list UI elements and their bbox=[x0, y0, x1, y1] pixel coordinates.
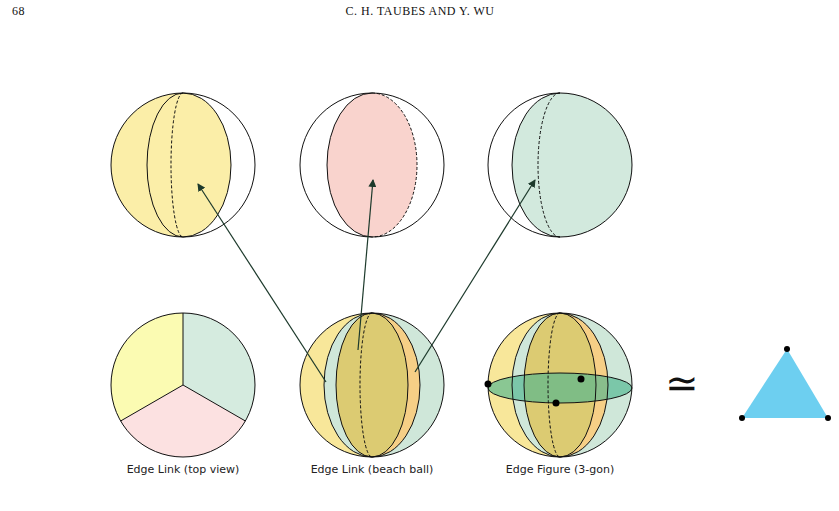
figure-caption: Edge Link (top view) bbox=[127, 463, 240, 476]
triangle-3-gon bbox=[739, 346, 831, 421]
figure-caption: Edge Link (beach ball) bbox=[311, 463, 434, 476]
edge-link-top-view bbox=[111, 313, 255, 457]
pointer-arrows bbox=[198, 180, 535, 382]
edge-figure-sphere bbox=[485, 313, 633, 457]
equivalence-symbol: ≃ bbox=[665, 360, 699, 406]
edge-link-beach-ball bbox=[300, 313, 444, 457]
figure-caption: Edge Figure (3-gon) bbox=[506, 463, 615, 476]
sphere-yellow-cap bbox=[111, 93, 255, 237]
sphere-pink-disc bbox=[300, 93, 444, 237]
running-header: C. H. TAUBES AND Y. WU bbox=[346, 4, 495, 19]
page-number: 68 bbox=[12, 4, 25, 19]
sphere-green-cap bbox=[488, 93, 632, 237]
